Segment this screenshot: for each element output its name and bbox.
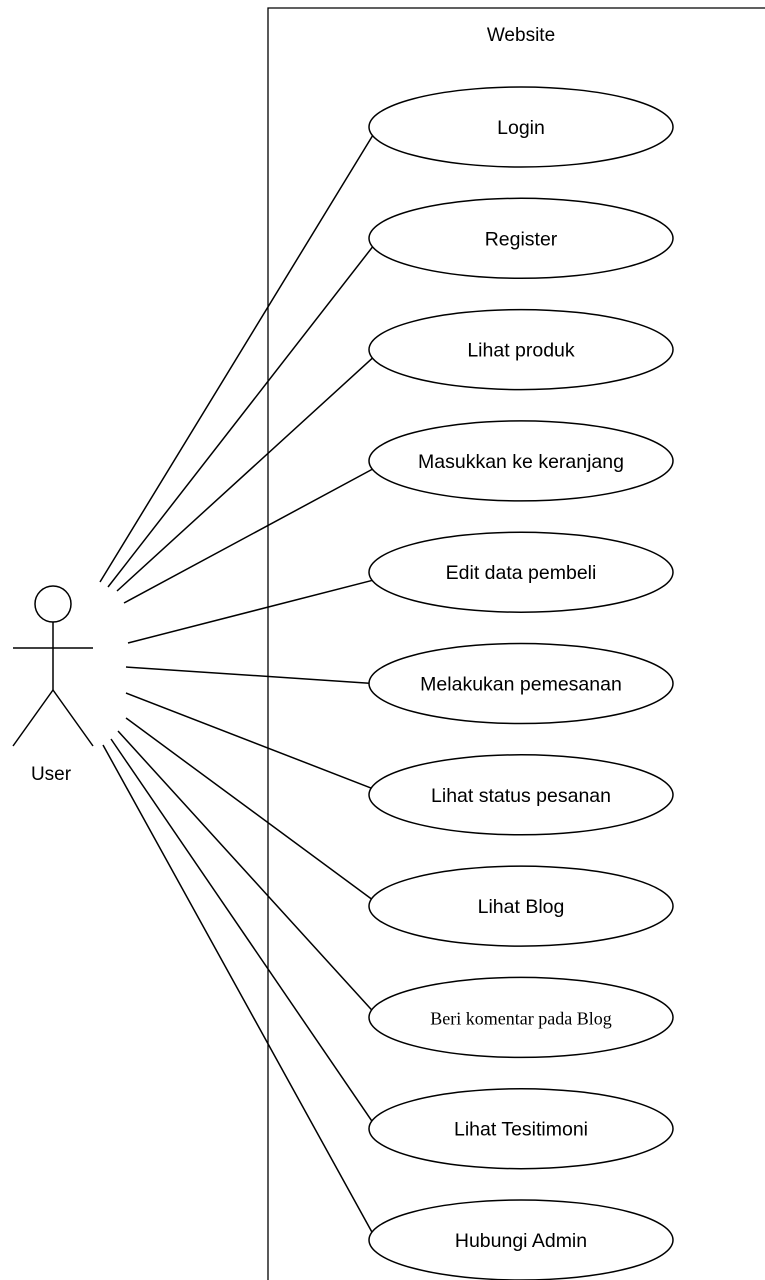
use-case-ellipse xyxy=(368,308,674,391)
association-line xyxy=(116,357,374,592)
use-case-label: Lihat Tesitimoni xyxy=(454,1119,588,1141)
use-case[interactable]: Lihat Blog xyxy=(368,865,674,947)
use-case-label: Beri komentar pada Blog xyxy=(430,1008,611,1028)
use-case-label: Lihat produk xyxy=(467,340,575,362)
use-case-label: Register xyxy=(485,228,558,250)
use-case[interactable]: Melakukan pemesanan xyxy=(368,642,674,725)
association-line xyxy=(110,738,374,1124)
use-case-label: Lihat Blog xyxy=(478,896,565,918)
use-case[interactable]: Login xyxy=(368,86,674,168)
use-case-label: Melakukan pemesanan xyxy=(420,674,622,696)
use-case-ellipse xyxy=(368,86,674,168)
use-case-label: Masukkan ke keranjang xyxy=(418,451,624,473)
actor-right-leg xyxy=(52,689,94,747)
system-title: Website xyxy=(487,25,555,46)
use-case-label: Login xyxy=(497,117,545,139)
use-case-label: Edit data pembeli xyxy=(446,562,597,584)
use-case[interactable]: Beri komentar pada Blog xyxy=(368,976,674,1059)
use-case-ellipse xyxy=(368,642,674,725)
association-line xyxy=(117,730,374,1012)
use-case[interactable]: Lihat Tesitimoni xyxy=(368,1087,674,1170)
association-line xyxy=(125,666,374,685)
use-case-ellipse xyxy=(368,420,674,502)
use-case[interactable]: Lihat status pesanan xyxy=(368,754,674,836)
actor-label: User xyxy=(31,764,72,785)
association-line xyxy=(125,717,374,901)
system-boundary: Website xyxy=(267,7,765,1280)
use-case[interactable]: Register xyxy=(368,197,674,280)
use-case[interactable]: Lihat produk xyxy=(368,308,674,391)
association-line xyxy=(102,744,374,1235)
system-boundary-border xyxy=(267,7,765,1280)
association-line xyxy=(123,468,374,604)
association-line xyxy=(127,579,374,644)
use-case-label: Lihat status pesanan xyxy=(431,785,611,807)
use-case-ellipse xyxy=(368,531,674,613)
use-case-ellipse xyxy=(368,197,674,280)
actor-user[interactable]: User xyxy=(12,585,94,785)
use-case[interactable]: Edit data pembeli xyxy=(368,531,674,613)
use-case-ellipse xyxy=(368,1199,674,1280)
use-case[interactable]: Hubungi Admin xyxy=(368,1199,674,1280)
association-line xyxy=(125,692,374,790)
use-case-ellipse xyxy=(368,865,674,947)
use-case-ellipse xyxy=(368,754,674,836)
use-case-ellipse xyxy=(368,976,674,1059)
associations xyxy=(99,134,374,1235)
use-case-label: Hubungi Admin xyxy=(455,1230,587,1252)
association-line xyxy=(99,134,374,583)
actor-head xyxy=(34,585,72,623)
use-case[interactable]: Masukkan ke keranjang xyxy=(368,420,674,502)
actor-left-leg xyxy=(12,689,54,747)
association-line xyxy=(107,245,374,588)
use-case-ellipse xyxy=(368,1087,674,1170)
